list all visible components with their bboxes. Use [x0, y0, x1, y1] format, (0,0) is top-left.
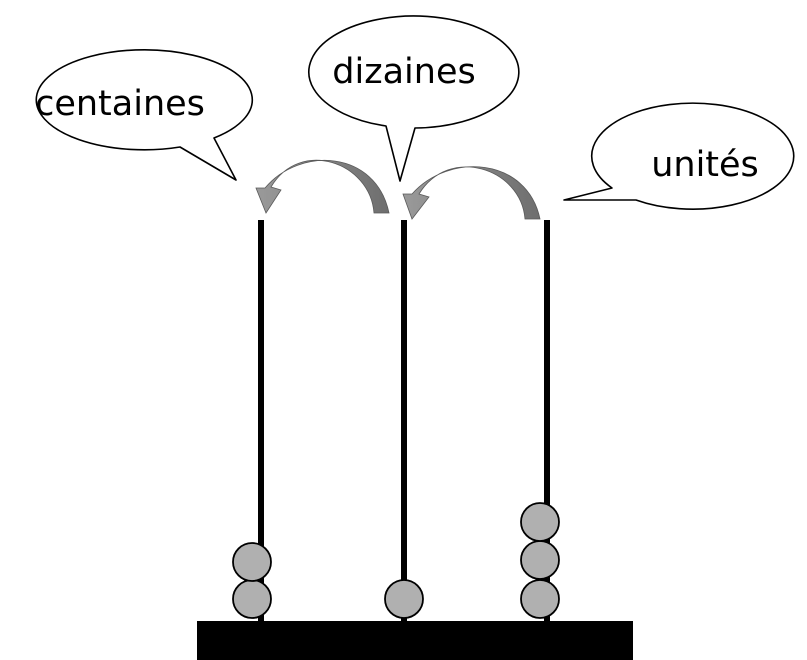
exchange-arrow-tens-to-hundreds	[255, 159, 390, 214]
bead-unites-1	[520, 579, 560, 619]
exchange-arrow-units-to-tens	[402, 166, 541, 220]
bubble-dizaines-shape	[308, 15, 520, 182]
abacus-base	[197, 621, 633, 660]
bubble-centaines-shape	[35, 49, 254, 181]
bead-centaines-1	[232, 579, 272, 619]
bubble-dizaines: dizaines	[308, 15, 520, 182]
bead-dizaines-1	[384, 579, 424, 619]
bead-unites-3	[520, 502, 560, 542]
bubble-unites: unités	[563, 102, 795, 210]
label-centaines: centaines	[35, 84, 205, 124]
label-dizaines: dizaines	[332, 52, 475, 92]
label-unites: unités	[651, 145, 759, 185]
bubble-unites-shape	[563, 102, 795, 210]
bead-unites-2	[520, 540, 560, 580]
bubble-centaines: centaines	[35, 49, 254, 181]
bead-centaines-2	[232, 542, 272, 582]
